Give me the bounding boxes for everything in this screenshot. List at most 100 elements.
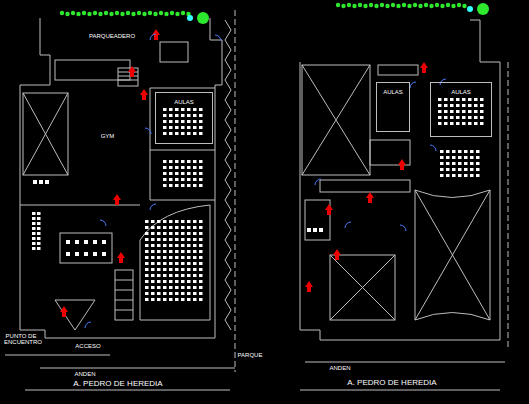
seat-symbol	[187, 244, 191, 247]
seat-symbol	[175, 292, 179, 295]
seat-symbol	[145, 250, 149, 253]
seat-symbol	[157, 250, 161, 253]
tree-symbol	[170, 11, 174, 15]
seat-symbol	[187, 120, 191, 123]
seat-symbol	[157, 280, 161, 283]
equipment-symbol	[39, 180, 43, 184]
seat-symbol	[145, 232, 149, 235]
seat-symbol	[199, 238, 203, 241]
seat-symbol	[193, 132, 197, 135]
seat-symbol	[468, 104, 472, 107]
seat-symbol	[438, 98, 442, 101]
seat-symbol	[181, 244, 185, 247]
seat-symbol	[199, 108, 203, 111]
seat-symbol	[32, 242, 36, 245]
seat-symbol	[175, 244, 179, 247]
seat-symbol	[187, 238, 191, 241]
seat-symbol	[145, 256, 149, 259]
seat-symbol	[199, 274, 203, 277]
tree-symbol	[65, 12, 69, 16]
tree-symbol	[391, 3, 395, 7]
seat-symbol	[169, 268, 173, 271]
seat-symbol	[187, 250, 191, 253]
seat-symbol	[468, 116, 472, 119]
seat-symbol	[175, 178, 179, 181]
seat-symbol	[187, 126, 191, 129]
seat-symbol	[199, 268, 203, 271]
seat-symbol	[157, 286, 161, 289]
tree-symbol	[93, 11, 97, 15]
seat-symbol	[199, 250, 203, 253]
seat-symbol	[181, 108, 185, 111]
seat-symbol	[163, 220, 167, 223]
seat-symbol	[464, 162, 468, 165]
equipment-symbol	[313, 228, 317, 232]
equipment-symbol	[93, 240, 97, 244]
equipment-symbol	[84, 252, 88, 256]
seat-symbol	[151, 256, 155, 259]
seat-symbol	[169, 298, 173, 301]
seat-symbol	[187, 114, 191, 117]
seat-symbol	[476, 150, 480, 153]
seat-symbol	[450, 104, 454, 107]
seat-symbol	[468, 98, 472, 101]
seat-symbol	[151, 244, 155, 247]
tree-symbol	[429, 4, 433, 8]
tree-symbol	[109, 12, 113, 16]
seat-symbol	[157, 244, 161, 247]
seat-symbol	[163, 226, 167, 229]
seat-symbol	[199, 244, 203, 247]
equipment-symbol	[84, 240, 88, 244]
seat-symbol	[187, 256, 191, 259]
tree-symbol	[98, 12, 102, 16]
seat-symbol	[458, 150, 462, 153]
tree-symbol	[175, 12, 179, 16]
seat-symbol	[456, 104, 460, 107]
seat-symbol	[440, 150, 444, 153]
seat-symbol	[151, 298, 155, 301]
seat-symbol	[181, 226, 185, 229]
seat-symbol	[452, 168, 456, 171]
seat-symbol	[480, 98, 484, 101]
tree-symbol	[142, 12, 146, 16]
seat-symbol	[175, 220, 179, 223]
seat-symbol	[199, 160, 203, 163]
seat-symbol	[181, 220, 185, 223]
seat-symbol	[199, 166, 203, 169]
seat-symbol	[169, 232, 173, 235]
seat-symbol	[157, 262, 161, 265]
seat-symbol	[480, 116, 484, 119]
seat-symbol	[452, 156, 456, 159]
seat-symbol	[450, 122, 454, 125]
seat-symbol	[37, 237, 41, 240]
seat-symbol	[458, 168, 462, 171]
seat-symbol	[193, 232, 197, 235]
seat-symbol	[175, 120, 179, 123]
seat-symbol	[476, 156, 480, 159]
seat-symbol	[181, 238, 185, 241]
seat-symbol	[169, 274, 173, 277]
tree-symbol	[457, 3, 461, 7]
seat-symbol	[181, 178, 185, 181]
seat-symbol	[181, 132, 185, 135]
seat-symbol	[438, 116, 442, 119]
seat-symbol	[470, 174, 474, 177]
seat-symbol	[438, 122, 442, 125]
seat-symbol	[151, 280, 155, 283]
tree-symbol	[120, 12, 124, 16]
seat-symbol	[199, 178, 203, 181]
tree-symbol	[440, 4, 444, 8]
seat-symbol	[187, 178, 191, 181]
seat-symbol	[175, 280, 179, 283]
seat-symbol	[169, 226, 173, 229]
equipment-symbol	[33, 180, 37, 184]
seat-symbol	[163, 178, 167, 181]
seat-symbol	[181, 298, 185, 301]
equipment-symbol	[75, 240, 79, 244]
seat-symbol	[169, 108, 173, 111]
seat-symbol	[474, 122, 478, 125]
seat-symbol	[37, 212, 41, 215]
seat-symbol	[193, 268, 197, 271]
seat-symbol	[193, 108, 197, 111]
seat-symbol	[458, 174, 462, 177]
